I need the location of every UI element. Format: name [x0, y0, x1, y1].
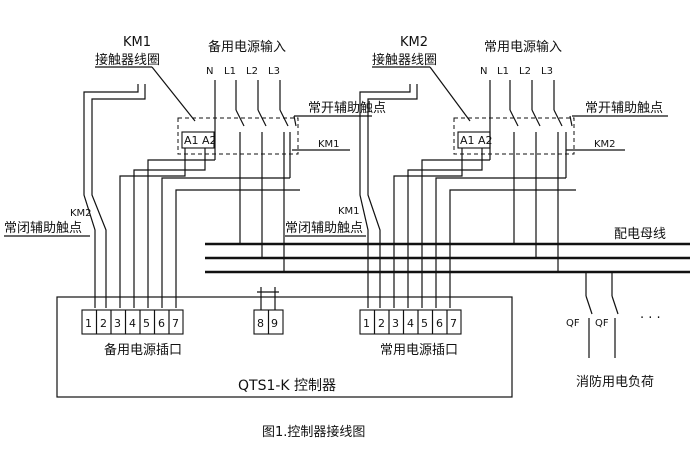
backup-phase-l3: L3 — [268, 66, 280, 77]
backup-phase-l1: L1 — [224, 66, 236, 77]
nc-left-label: 常闭辅助触点 — [4, 221, 82, 236]
right-terminal-5: 5 — [421, 317, 428, 330]
km1-no-aux-contact — [289, 115, 297, 178]
left-terminal-3: 3 — [114, 317, 121, 330]
left-terminal-4: 4 — [129, 317, 136, 330]
km2-coil-terminals: A1 A2 — [460, 134, 493, 147]
km1-coil-label: 接触器线圈 — [95, 52, 160, 68]
qf-label-1: QF — [566, 318, 580, 329]
km2-coil-label: 接触器线圈 — [372, 52, 437, 68]
busbar — [205, 242, 690, 274]
left-terminal-7: 7 — [172, 317, 179, 330]
km1-contactor-box — [177, 117, 299, 155]
km2-coil-tag: KM2 — [400, 35, 428, 50]
load-label: 消防用电负荷 — [576, 374, 654, 390]
left-socket-label: 备用电源插口 — [104, 342, 182, 358]
km2-contact-tag: KM2 — [594, 139, 616, 150]
right-control-wires — [359, 84, 576, 308]
terminal-9: 9 — [271, 317, 278, 330]
km1-coil-leader — [151, 66, 196, 122]
right-terminal-3: 3 — [392, 317, 399, 330]
backup-phase-n: N — [206, 66, 213, 77]
right-terminal-1: 1 — [363, 317, 370, 330]
qf-label-2: QF — [595, 318, 609, 329]
controller-box — [56, 296, 513, 398]
load-branches — [585, 272, 619, 358]
normal-phase-l2: L2 — [519, 66, 531, 77]
km2-phase-lines — [489, 80, 563, 272]
mid-socket — [253, 287, 284, 335]
km2-no-aux-label: 常开辅助触点 — [585, 101, 663, 116]
nc-left-tag: KM2 — [70, 208, 92, 219]
left-socket — [81, 309, 184, 335]
right-socket-label: 常用电源插口 — [380, 343, 458, 358]
load-ellipsis: · · · — [640, 311, 661, 326]
right-terminal-4: 4 — [407, 317, 414, 330]
km1-no-aux-label: 常开辅助触点 — [308, 101, 386, 116]
busbar-label: 配电母线 — [614, 227, 666, 242]
normal-phase-n: N — [480, 66, 487, 77]
backup-source-label: 备用电源输入 — [208, 39, 286, 55]
left-terminal-6: 6 — [158, 317, 165, 330]
right-terminal-7: 7 — [450, 317, 457, 330]
left-terminal-2: 2 — [100, 317, 107, 330]
km1-coil-terminals: A1 A2 — [184, 134, 217, 147]
km2-coil-leader — [429, 66, 471, 122]
left-control-wires — [83, 84, 300, 308]
normal-source-label: 常用电源输入 — [484, 39, 562, 55]
figure-caption: 图1.控制器接线图 — [262, 424, 365, 440]
left-terminal-1: 1 — [85, 317, 92, 330]
controller-name: QTS1-K 控制器 — [238, 378, 336, 394]
normal-phase-l3: L3 — [541, 66, 553, 77]
km1-contact-tag: KM1 — [318, 139, 340, 150]
left-terminal-5: 5 — [143, 317, 150, 330]
right-terminal-6: 6 — [436, 317, 443, 330]
nc-right-label: 常闭辅助触点 — [285, 221, 363, 236]
km1-coil-box — [181, 131, 215, 149]
right-terminal-2: 2 — [378, 317, 385, 330]
km1-phase-lines — [214, 80, 289, 272]
km1-coil-tag: KM1 — [123, 35, 151, 50]
backup-phase-l2: L2 — [246, 66, 258, 77]
normal-phase-l1: L1 — [497, 66, 509, 77]
right-socket — [359, 309, 462, 335]
km2-no-aux-contact — [565, 115, 573, 178]
nc-right-tag: KM1 — [338, 206, 360, 217]
terminal-8: 8 — [257, 317, 264, 330]
